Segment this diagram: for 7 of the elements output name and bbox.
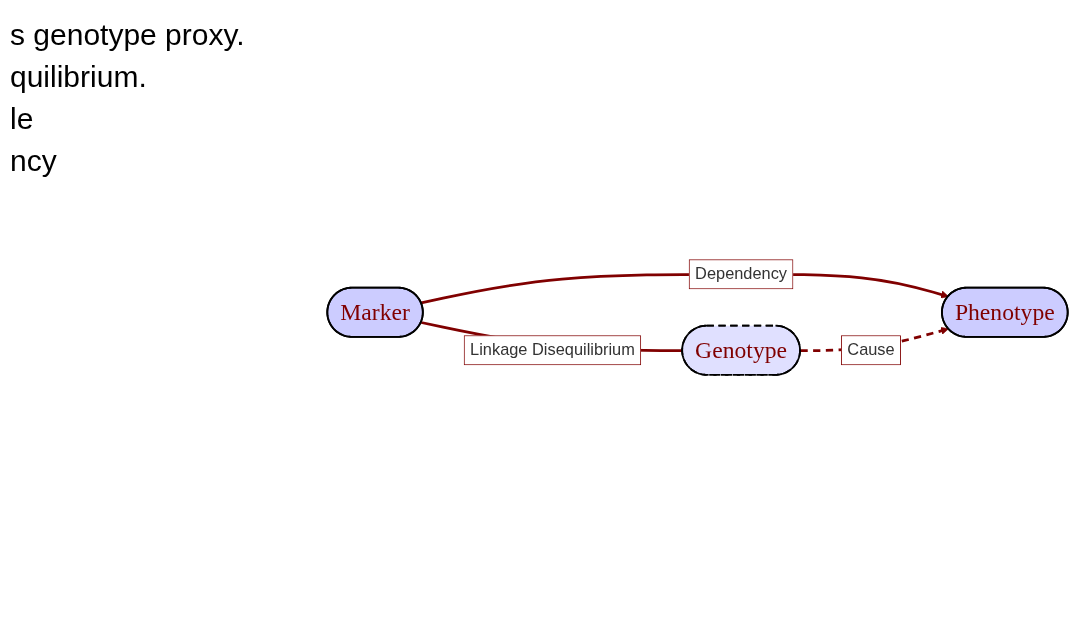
slide-text: ncy	[10, 144, 58, 178]
slide-text: quilibrium.	[10, 60, 148, 94]
edge-label: Dependency	[695, 264, 788, 283]
edge-label: Linkage Disequilibrium	[470, 340, 635, 359]
slide-text: s genotype proxy.	[10, 18, 246, 52]
slide-text: le	[10, 102, 35, 136]
edge-label: Cause	[847, 340, 895, 359]
